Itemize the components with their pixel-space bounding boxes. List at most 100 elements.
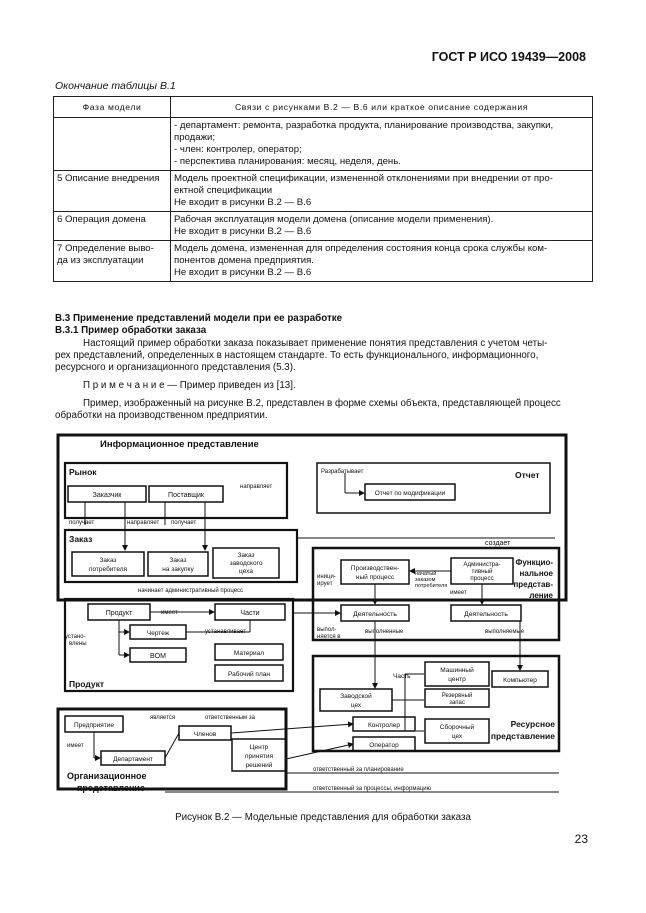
column-header-links: Связи с рисунками B.2 — B.6 или краткое … bbox=[170, 96, 593, 118]
phase-cell: 5 Описание внедрения bbox=[53, 170, 171, 212]
initiates-label: ирует bbox=[317, 581, 333, 587]
parts-label: Части bbox=[240, 610, 259, 617]
reserved-stock-label: запас bbox=[449, 700, 465, 706]
responsible-planning-label: ответственный за планирование bbox=[313, 766, 404, 773]
has2-label: имеет bbox=[67, 743, 84, 749]
supplier-box bbox=[148, 485, 224, 503]
computer-box bbox=[491, 670, 549, 688]
desc-line: Не входит в рисунки B.2 — B.6 bbox=[174, 197, 312, 208]
desc-line: - перспектива планирования: месяц, недел… bbox=[174, 156, 401, 167]
reserved-stock-label: Резервный bbox=[442, 692, 472, 699]
modification-report-box bbox=[364, 483, 456, 501]
desc-line: Рабочая эксплуатация модели домена (опис… bbox=[174, 214, 494, 225]
purchase-order-label: Заказ bbox=[169, 557, 186, 564]
phase-line: да из эксплуатации bbox=[57, 255, 144, 266]
shop-order-box bbox=[212, 547, 280, 579]
paragraph-line: Настоящий пример обработки заказа показы… bbox=[83, 338, 548, 349]
directs2-label: направляет bbox=[127, 520, 160, 526]
desc-line: Не входит в рисунки B.2 — B.6 bbox=[174, 226, 312, 237]
assembly-shop-label: Сборочный bbox=[440, 723, 475, 731]
table-row: 5 Описание внедрения Модель проектной сп… bbox=[53, 170, 593, 212]
desc-line: Модель проектной спецификации, измененно… bbox=[174, 173, 553, 184]
is-label: является bbox=[150, 715, 175, 721]
work-plan-label: Рабочий план bbox=[228, 670, 270, 678]
customer-order-initiates-label: начатый bbox=[415, 570, 436, 577]
performed2-label: выполняемые bbox=[485, 629, 525, 635]
resource-view-title: представление bbox=[491, 731, 555, 741]
functional-view-title: ление bbox=[529, 591, 553, 600]
functional-view-title: нальное bbox=[520, 569, 554, 578]
machine-center-label: центр bbox=[448, 676, 466, 683]
note: П р и м е ч а н и е — Пример приведен из… bbox=[83, 380, 296, 391]
customer-box bbox=[67, 485, 147, 503]
members-label: Членов bbox=[194, 731, 217, 738]
desc-line: продажи; bbox=[174, 132, 216, 143]
material-label: Материал bbox=[234, 650, 264, 657]
factory-shop-label: Заводской bbox=[340, 692, 372, 700]
machine-center-label: Машинный bbox=[440, 666, 474, 674]
paragraph-line: ресурсного и организационного представле… bbox=[55, 362, 296, 373]
order-title: Заказ bbox=[69, 534, 92, 544]
document-header: ГОСТ Р ИСО 19439—2008 bbox=[431, 50, 586, 64]
activity-label: Деятельность bbox=[353, 611, 397, 618]
description-cell: - департамент: ремонта, разработка проду… bbox=[170, 117, 593, 171]
part-label: Часть bbox=[393, 673, 411, 680]
subsection-heading: B.3.1 Пример обработки заказа bbox=[55, 325, 207, 336]
develops-label: Разрабатывает bbox=[321, 469, 364, 475]
desc-line: Модель домена, измененная для определени… bbox=[174, 243, 548, 254]
paragraph-line: Пример, изображенный на рисунке B.2, пре… bbox=[83, 398, 561, 409]
includes-label: имеет bbox=[450, 590, 467, 596]
decision-center-label: решений bbox=[246, 761, 273, 769]
resource-view-title: Ресурсное bbox=[511, 719, 556, 729]
factory-shop-label: цех bbox=[351, 702, 362, 709]
desc-line: - член: контролер, оператор; bbox=[174, 144, 302, 155]
decision-center-label: принятия bbox=[245, 753, 273, 760]
model-phase-table: Фаза модели Связи с рисунками B.2 — B.6 … bbox=[53, 96, 593, 282]
reserved-stock-box bbox=[424, 688, 490, 708]
bom-box bbox=[129, 647, 187, 663]
receives2-label: получает bbox=[171, 520, 197, 526]
product-box-label: Продукт bbox=[106, 610, 133, 617]
shop-order-label: цеха bbox=[239, 568, 253, 575]
column-header-phase: Фаза модели bbox=[53, 96, 171, 118]
responsible-for-label: ответственным за bbox=[205, 715, 256, 721]
assembly-shop-label: цех bbox=[452, 733, 463, 740]
functional-view-frame bbox=[311, 546, 561, 642]
controller-label: Контролер bbox=[368, 722, 400, 729]
market-title: Рынок bbox=[69, 467, 97, 477]
organization-view-title: Организационное bbox=[67, 771, 147, 781]
admin-process-start-label: начинает административный процесс bbox=[138, 587, 243, 594]
assembly-shop-box bbox=[424, 718, 490, 744]
admin-process-label: процесс bbox=[470, 575, 493, 582]
table-header-row: Фаза модели Связи с рисунками B.2 — B.6 … bbox=[53, 96, 593, 118]
product-title: Продукт bbox=[69, 679, 104, 689]
decision-center-box bbox=[231, 738, 287, 772]
enterprise-label: Предприятие bbox=[74, 722, 114, 729]
section-heading: B.3 Применение представлений модели при … bbox=[55, 313, 343, 324]
customer-order-initiates-label: заказом bbox=[415, 577, 436, 583]
installed-label: устано- bbox=[65, 634, 86, 640]
table-row: 6 Операция домена Рабочая эксплуатация м… bbox=[53, 211, 593, 241]
machine-center-box bbox=[424, 661, 490, 687]
production-process-label: ный процесс bbox=[356, 573, 395, 581]
phase-cell bbox=[53, 117, 171, 171]
performed-label: выполненные bbox=[365, 629, 404, 635]
material-box bbox=[214, 643, 284, 661]
desc-line: - департамент: ремонта, разработка проду… bbox=[174, 120, 554, 131]
phase-line: 7 Определение выво- bbox=[57, 243, 154, 254]
description-cell: Модель домена, измененная для определени… bbox=[170, 240, 593, 282]
market-frame bbox=[63, 461, 289, 520]
functional-view-title: Функцио- bbox=[516, 558, 554, 567]
functional-view-title: представ- bbox=[513, 580, 553, 589]
admin-process-label: Администра- bbox=[463, 561, 500, 568]
customer-label: Заказчик bbox=[93, 492, 123, 499]
order-processing-diagram: Информационное представление Рынок Заказ… bbox=[56, 433, 568, 793]
bom-label: BOM bbox=[150, 653, 166, 660]
consumer-order-box bbox=[71, 551, 145, 577]
figure-caption: Рисунок B.2 — Модельные представления дл… bbox=[175, 812, 471, 823]
information-view-title: Информационное представление bbox=[100, 439, 259, 450]
activity-box bbox=[450, 604, 522, 622]
resource-view-frame bbox=[311, 654, 561, 753]
order-frame bbox=[63, 528, 299, 584]
consumer-order-label: Заказ bbox=[99, 557, 116, 564]
